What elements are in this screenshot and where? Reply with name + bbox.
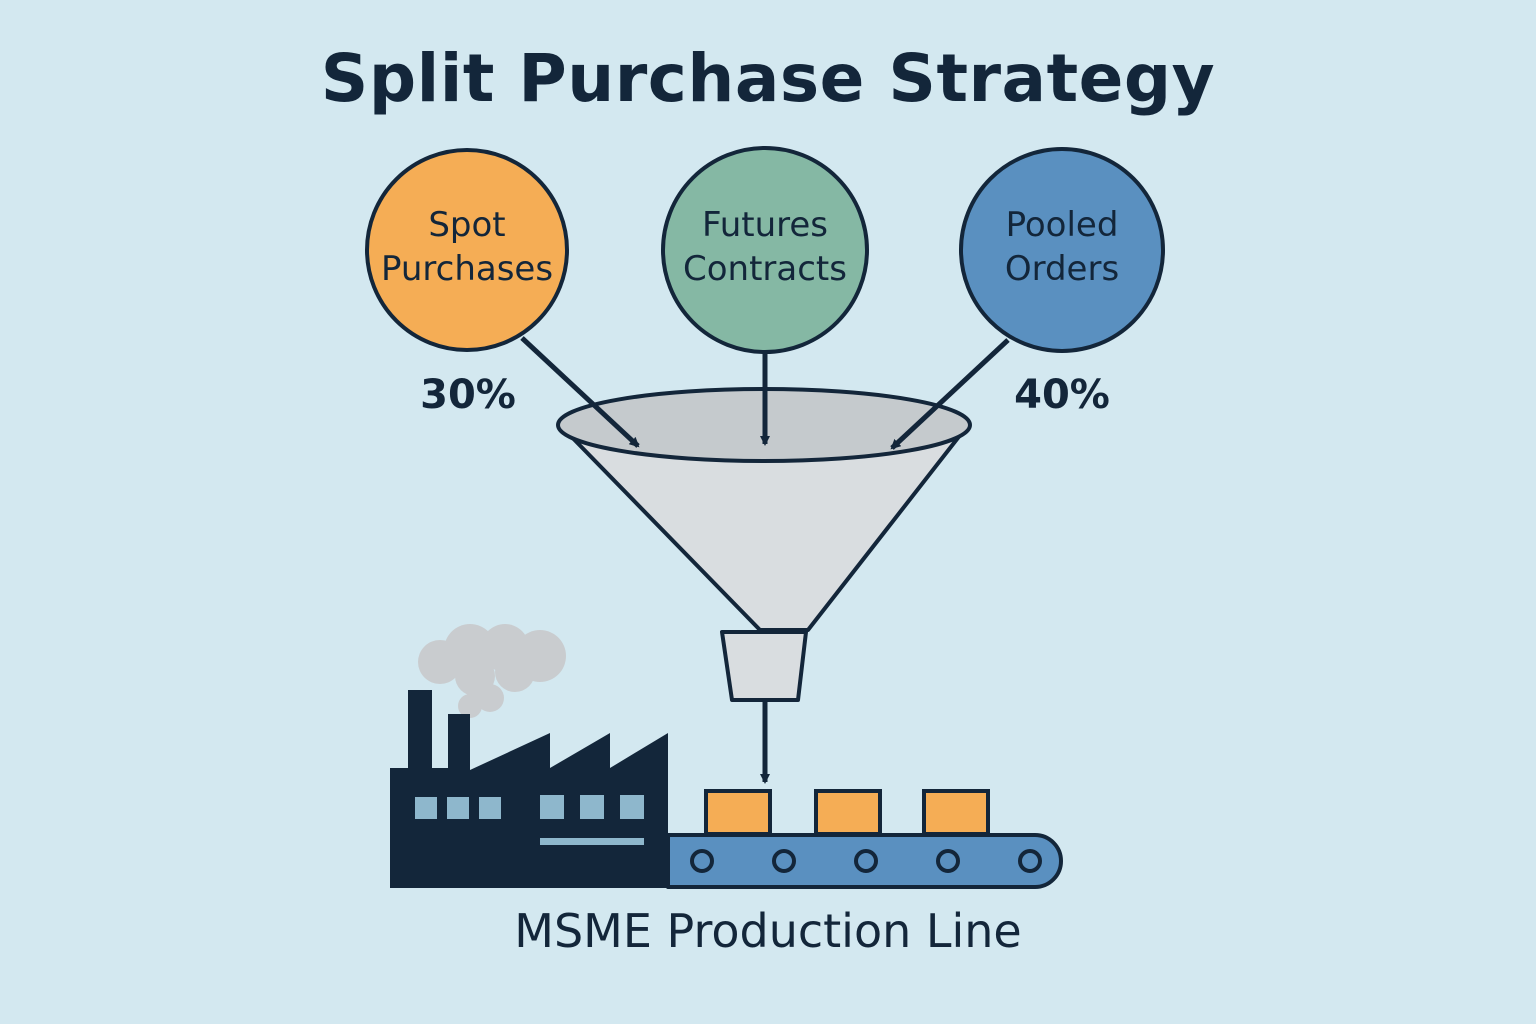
box-icon (704, 789, 772, 836)
conveyor-belt-icon (666, 833, 1063, 889)
source-label-line1: Pooled (1006, 205, 1119, 245)
smoke-icon (418, 624, 566, 718)
spot-percent-label: 30% (420, 372, 516, 418)
pooled-percent-label: 40% (1014, 372, 1110, 418)
box-icon (814, 789, 882, 836)
source-label-line2: Contracts (683, 249, 847, 289)
source-circle-futures: Futures Contracts (661, 146, 869, 354)
diagram-title: Split Purchase Strategy (320, 40, 1216, 117)
source-circle-spot: Spot Purchases (365, 148, 569, 352)
source-label-line1: Futures (702, 205, 828, 245)
arrow-spot-to-funnel (520, 336, 640, 448)
source-circle-pooled: Pooled Orders (959, 147, 1165, 353)
source-label-line2: Orders (1005, 249, 1119, 289)
source-label-line1: Spot (428, 205, 505, 245)
arrow-pooled-to-funnel (890, 338, 1010, 450)
factory-icon (390, 690, 668, 888)
production-line-label: MSME Production Line (514, 904, 1022, 958)
box-icon (922, 789, 990, 836)
source-label-line2: Purchases (381, 249, 553, 289)
